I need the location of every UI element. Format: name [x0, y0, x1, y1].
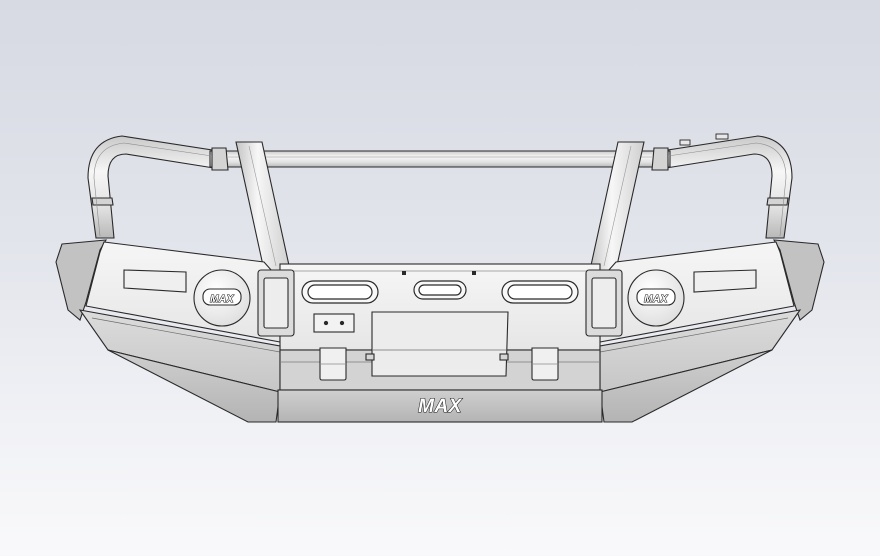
brand-mark-right: MAX: [644, 294, 669, 305]
switch-plate: [313, 313, 355, 333]
fog-lamp-right: [627, 269, 685, 327]
skid-wings: [107, 349, 773, 423]
upright-brackets: [257, 269, 623, 337]
hoop-highlights: [93, 142, 787, 237]
fog-lamp-left: [193, 269, 251, 327]
lower-wing-lines: [91, 317, 789, 353]
recovery-tabs: [319, 347, 559, 381]
upright-highlights: [248, 145, 632, 267]
hoop-tube: [87, 135, 793, 239]
fixing-dots: [402, 271, 476, 275]
indicator-slots: [123, 269, 757, 293]
brand-mark-centre: MAX: [418, 396, 463, 417]
brand-mark-left: MAX: [210, 294, 235, 305]
hoop-lugs: [679, 133, 729, 146]
number-plate-recess: [365, 311, 509, 377]
centre-light-slots: [301, 280, 579, 304]
